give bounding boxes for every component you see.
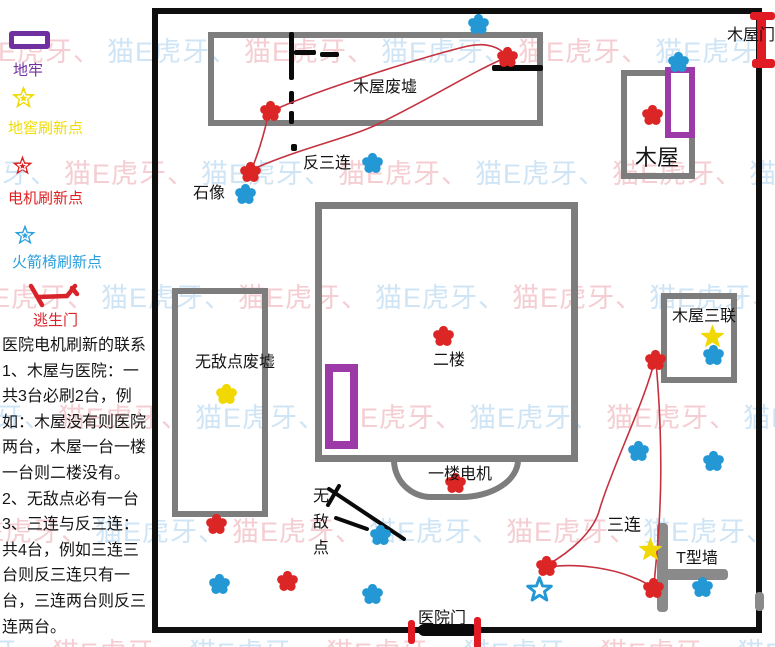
cabin-gate-cap [752, 59, 775, 68]
ruins-inner-wall [320, 52, 339, 57]
dungeon-legend-label: 地牢 [13, 62, 44, 79]
notes: 医院电机刷新的联系 1、木屋与医院：一共3台必刷2台，例如：木屋没有则医院两台，木… [2, 333, 154, 640]
note-line: 两台，木屋一台一楼 [2, 439, 147, 457]
ruins-inner-wall [492, 65, 543, 71]
chair-spawn-marker [627, 440, 650, 463]
chair-spawn-marker [208, 573, 231, 596]
map-label: 无敌点 [312, 488, 329, 557]
generator-spawn-marker [642, 577, 665, 600]
chair-spawn-marker [691, 576, 714, 599]
generator-spawn-marker [432, 325, 455, 348]
ruins-inner-wall [294, 50, 316, 55]
map-label: 木屋三联 [671, 308, 737, 325]
generator-legend-label: 电机刷新点 [8, 190, 84, 207]
hospital-gate-post [408, 620, 415, 644]
generator-spawn-marker [641, 104, 664, 127]
map-label: 无敌点废墟 [194, 354, 276, 371]
cabin-gate-bar [757, 13, 766, 67]
chair-spawn-marker [667, 51, 690, 74]
map-label: 三连 [607, 515, 641, 535]
map-label: T型墙 [676, 550, 718, 567]
generator-spawn-marker [644, 349, 667, 372]
second-floor-wall [315, 202, 578, 462]
chair-spawn-marker [702, 450, 725, 473]
note-line: 3、三连与反三连： [2, 516, 139, 534]
ruins-inner-wall-dash [289, 111, 294, 124]
note-line: 共4台，例如三连三 [2, 541, 139, 559]
dungeon-legend-swatch [9, 31, 50, 49]
chair-spawn-marker [361, 583, 384, 606]
escape-gate-icon [24, 281, 82, 309]
note-line: 医院电机刷新的联系 [2, 337, 147, 354]
wall-dot [291, 144, 297, 151]
generator-spawn-marker [276, 570, 299, 593]
note-line: 台，三连两台则反三 [2, 592, 147, 610]
note-line: 连两台。 [2, 618, 67, 636]
t-wall-vertical [657, 523, 668, 612]
chair-spawn-marker [467, 13, 490, 36]
note-line: 2、无敌点必有一台 [2, 490, 139, 508]
chair-spawn-marker [361, 152, 384, 175]
map-label: 木屋废墟 [352, 79, 418, 96]
rocket-chair-legend-label: 火箭椅刷新点 [12, 254, 103, 271]
invincible-ruins-wall [172, 288, 268, 517]
map-label: 石像 [192, 185, 226, 202]
hospital-gate-bar [418, 624, 478, 636]
chair-spawn-marker [525, 575, 553, 603]
t-wall-horizontal [660, 569, 728, 580]
note-line: 1、木屋与医院：一 [2, 362, 139, 380]
rocket-chair-star-icon [13, 223, 37, 247]
note-line: 一台则二楼没有。 [2, 464, 131, 482]
note-line: 如：木屋没有则医院 [2, 413, 147, 431]
generator-spawn-marker [205, 513, 228, 536]
map-label: 二楼 [432, 352, 466, 369]
cellar-legend-label: 地窖刷新点 [8, 120, 84, 137]
note-line: 台则反三连只有一 [2, 567, 131, 585]
escape-gate-legend-label: 逃生门 [33, 312, 79, 329]
generator-spawn-marker [239, 161, 262, 184]
generator-star-icon [11, 154, 34, 177]
generator-spawn-marker [259, 100, 282, 123]
map-label: 木屋门 [726, 27, 775, 44]
map-label: 医院门 [417, 610, 467, 627]
map-label: 反三连 [302, 155, 352, 172]
chair-spawn-marker [702, 344, 725, 367]
main-dungeon-rect [325, 364, 358, 449]
generator-spawn-marker [444, 472, 467, 495]
chair-spawn-marker [369, 524, 392, 547]
map-label: 一楼电机 [427, 466, 493, 483]
chair-spawn-marker [234, 183, 257, 206]
hospital-gate-post [474, 617, 481, 647]
cellar-star-icon [10, 84, 37, 111]
cellar-spawn-marker [700, 324, 725, 349]
ruins-inner-wall [289, 32, 294, 80]
generator-spawn-marker [496, 46, 519, 69]
note-line: 共3台必刷2台，例 [2, 388, 132, 406]
cabin-dungeon-rect [665, 67, 695, 138]
ruins-inner-wall-dash [289, 91, 294, 104]
gray-post [755, 592, 764, 611]
cabin-triple-wall [661, 293, 737, 383]
watermark-row: 猫E虎牙、猫E虎牙、猫E虎牙、猫E虎牙、猫E虎牙、猫E虎牙、猫E虎牙、猫E虎牙、 [0, 283, 775, 313]
generator-spawn-marker [535, 555, 558, 578]
map-label: 木屋 [634, 145, 680, 170]
watermark-row: 猫E虎牙、猫E虎牙、猫E虎牙、猫E虎牙、猫E虎牙、猫E虎牙、猫E虎牙、猫E虎牙、 [0, 631, 775, 647]
cellar-spawn-marker [638, 537, 663, 562]
cellar-spawn-marker [215, 383, 238, 406]
